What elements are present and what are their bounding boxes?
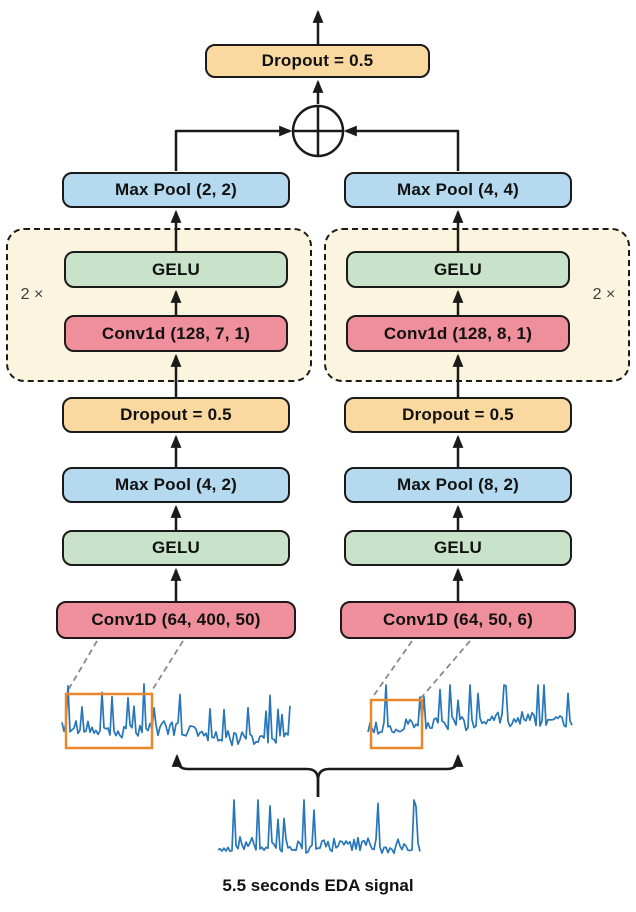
left-gelu-inner-box: GELU — [64, 251, 288, 288]
left-window-highlight — [64, 692, 154, 750]
left-max-pool-box: Max Pool (4, 2) — [62, 467, 290, 503]
right-max-pool-box: Max Pool (8, 2) — [344, 467, 572, 503]
input-to-right-arrow — [316, 753, 464, 797]
right-signal-wave — [367, 684, 573, 735]
left-conv-inner-box: Conv1d (128, 7, 1) — [64, 315, 288, 352]
right-gelu-box: GELU — [344, 530, 572, 566]
right-zoom-connector — [371, 640, 471, 699]
right-dropout-box: Dropout = 0.5 — [344, 397, 572, 433]
input-to-left-arrow — [171, 753, 320, 797]
left-branch-to-sum-arrow — [174, 125, 293, 171]
right-window-highlight — [369, 698, 424, 750]
left-signal-plot — [61, 683, 291, 747]
input-split-arrows — [171, 753, 464, 797]
right-branch-to-sum-arrow — [343, 125, 460, 171]
left-dropout-box: Dropout = 0.5 — [62, 397, 290, 433]
right-conv-inner-box: Conv1d (128, 8, 1) — [346, 315, 570, 352]
left-repeat-label: 2 × — [20, 286, 44, 303]
final-dropout-box: Dropout = 0.5 — [205, 44, 430, 78]
input-signal-wave — [217, 799, 421, 855]
left-conv-box: Conv1D (64, 400, 50) — [56, 601, 296, 639]
right-max-pool-top-box: Max Pool (4, 4) — [344, 172, 572, 208]
input-signal-plot — [217, 799, 421, 855]
left-zoom-connector — [66, 640, 184, 693]
right-conv-box: Conv1D (64, 50, 6) — [340, 601, 576, 639]
right-gelu-inner-box: GELU — [346, 251, 570, 288]
sum-node-icon — [291, 104, 345, 158]
input-signal-caption: 5.5 seconds EDA signal — [222, 876, 414, 895]
right-repeat-label: 2 × — [592, 286, 616, 303]
left-max-pool-top-box: Max Pool (2, 2) — [62, 172, 290, 208]
left-gelu-box: GELU — [62, 530, 290, 566]
left-signal-wave — [61, 683, 291, 747]
right-signal-plot — [367, 684, 573, 735]
